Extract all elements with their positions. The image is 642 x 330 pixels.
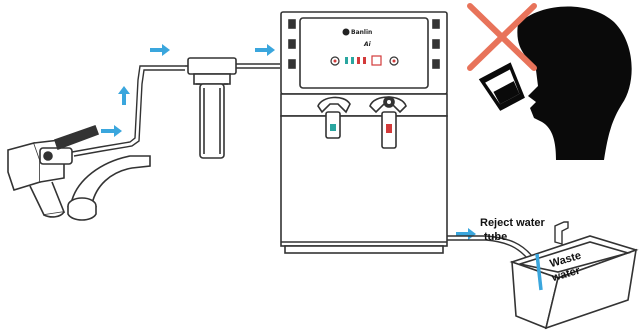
waste-tray-icon (509, 235, 639, 330)
feed-line (71, 65, 185, 157)
indicator-1 (345, 57, 348, 64)
person-drinking-icon (478, 6, 632, 160)
flow-arrow-reject (456, 228, 476, 240)
flow-arrow-valve (101, 125, 122, 137)
indicator-4 (363, 57, 366, 64)
left-dial-icon (330, 56, 340, 66)
indicator-3 (357, 57, 360, 64)
dispenser-taps (317, 96, 407, 149)
indicator-5 (371, 55, 382, 66)
svg-text:Ai: Ai (363, 41, 372, 48)
control-panel: Banlin Ai (330, 28, 399, 66)
flow-arrow-up (118, 86, 130, 105)
faucet-icon (67, 155, 151, 221)
cross-icon (467, 3, 537, 71)
flow-arrow-to-filter (150, 44, 170, 56)
brand-text: Banlin (351, 29, 372, 36)
angle-valve-icon (7, 124, 100, 218)
brand-logo-icon (342, 28, 350, 36)
waste-stream (535, 253, 543, 291)
flow-arrows (101, 44, 476, 240)
reject-label-line1: Reject water (480, 217, 546, 229)
filter-housing-icon (185, 57, 280, 159)
water-purifier-icon (280, 11, 448, 254)
cup-icon (478, 62, 525, 111)
drain-tap-icon (554, 221, 569, 245)
flow-arrow-to-purifier (255, 44, 275, 56)
reject-label-line2: tube (484, 231, 507, 243)
indicator-2 (351, 57, 354, 64)
right-dial-icon (389, 56, 399, 66)
